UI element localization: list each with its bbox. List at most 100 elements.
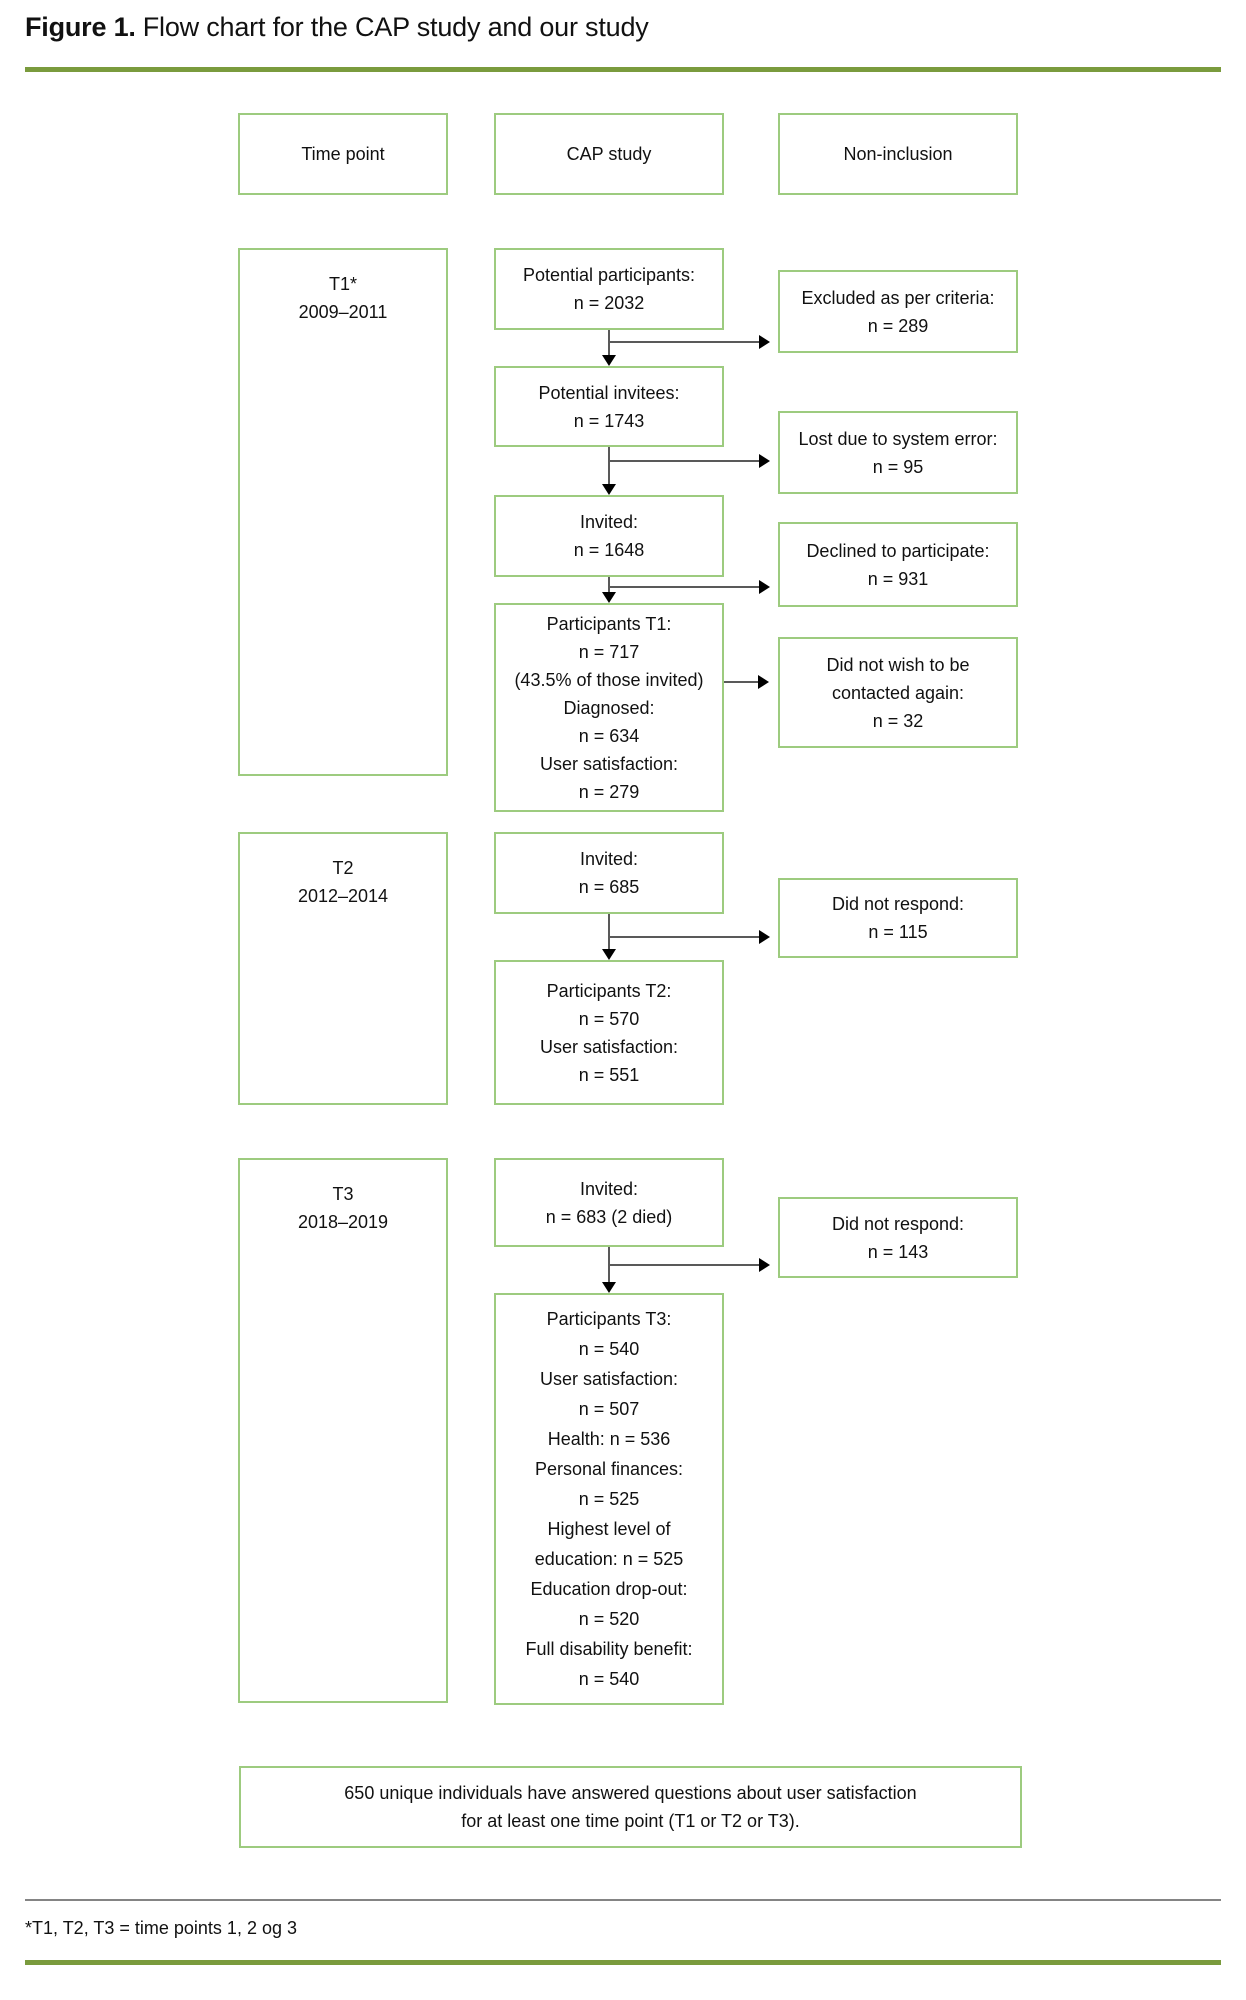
arrow-line-invited-to-participants-t1 (608, 577, 610, 593)
text-line: Invited: (579, 1178, 639, 1199)
text-line: 650 unique individuals have answered que… (344, 1783, 917, 1803)
cap-box-invited-t1: Invited: n = 1648 (494, 495, 724, 577)
text-line: Highest level of (547, 1519, 671, 1539)
text-line: 2012–2014 (297, 886, 389, 906)
noninclusion-box-excluded: Excluded as per criteria: n = 289 (778, 270, 1018, 353)
text-line: n = 115 (868, 922, 928, 942)
text-line: Health: n = 536 (547, 1429, 671, 1449)
cap-box-participants-t1: Participants T1: n = 717 (43.5% of those i… (494, 603, 724, 812)
header-cap-label: CAP study (566, 144, 652, 164)
header-noninclusion-label: Non-inclusion (843, 144, 953, 164)
text-line: Invited: (579, 849, 639, 869)
arrowhead-right-to-no-respond-t2 (759, 930, 770, 944)
text-line: n = 1648 (573, 540, 645, 560)
text-line: n = 683 (2 died) (545, 1206, 673, 1227)
text-line: Did not respond: (831, 1213, 965, 1234)
text-line: Education drop-out: (530, 1579, 688, 1599)
cap-box-invited-t2: Invited: n = 685 (494, 832, 724, 914)
summary-box: 650 unique individuals have answered que… (239, 1766, 1022, 1848)
text-line: n = 32 (872, 710, 924, 731)
arrow-line-to-no-respond-t3 (609, 1264, 759, 1266)
text-line: Did not respond: (831, 894, 965, 914)
text-line: n = 289 (867, 315, 929, 336)
text-line: n = 540 (578, 1339, 640, 1359)
top-divider-line (25, 67, 1221, 72)
header-box-noninclusion: Non-inclusion (778, 113, 1018, 195)
timepoint-box-t1: T1* 2009–2011 (238, 248, 448, 776)
text-line: n = 507 (578, 1399, 640, 1419)
arrowhead-down-to-potential-invitees (602, 355, 616, 366)
arrowhead-down-to-participants-t2 (602, 949, 616, 960)
text-line: n = 634 (578, 725, 640, 746)
timepoint-box-t2: T2 2012–2014 (238, 832, 448, 1105)
text-line: n = 717 (578, 641, 640, 662)
noninclusion-box-no-contact: Did not wish to be contacted again: n = 32 (778, 637, 1018, 748)
arrow-line-to-no-respond-t2 (609, 936, 759, 938)
text-line: n = 2032 (573, 293, 645, 313)
text-line: Personal finances: (534, 1459, 684, 1479)
text-line: Lost due to system error: (798, 428, 998, 449)
footnote-divider-line (25, 1899, 1221, 1901)
arrow-line-invitees-to-invited (608, 447, 610, 485)
arrow-line-to-no-contact (724, 681, 758, 683)
cap-box-potential-participants: Potential participants: n = 2032 (494, 248, 724, 330)
arrowhead-right-to-excluded (759, 335, 770, 349)
arrow-line-to-declined (609, 586, 759, 588)
text-line: n = 570 (578, 1008, 640, 1029)
header-box-cap-study: CAP study (494, 113, 724, 195)
text-line: education: n = 525 (534, 1549, 684, 1569)
text-line: 2018–2019 (297, 1212, 389, 1232)
text-line: T2 (332, 858, 354, 878)
text-line: n = 540 (578, 1669, 640, 1689)
text-line: T3 (332, 1184, 354, 1204)
text-line: User satisfaction: (539, 1369, 679, 1389)
noninclusion-box-lost-system-error: Lost due to system error: n = 95 (778, 411, 1018, 494)
text-line: Did not wish to be (826, 654, 970, 675)
arrow-line-to-lost (609, 460, 759, 462)
noninclusion-box-no-respond-t3: Did not respond: n = 143 (778, 1197, 1018, 1278)
text-line: n = 685 (578, 877, 640, 897)
text-line: User satisfaction: (539, 753, 679, 774)
text-line: Invited: (579, 512, 639, 532)
text-line: (43.5% of those invited) (514, 669, 704, 690)
text-line: n = 143 (867, 1241, 929, 1262)
text-line: for at least one time point (T1 or T2 or… (461, 1811, 800, 1831)
figure-title-text: Flow chart for the CAP study and our stu… (142, 12, 649, 42)
text-line: Potential participants: (522, 265, 696, 285)
text-line: Declined to participate: (806, 540, 990, 561)
arrowhead-right-to-no-respond-t3 (759, 1258, 770, 1272)
text-line: Excluded as per criteria: (801, 287, 995, 308)
text-line: n = 1743 (573, 410, 645, 431)
arrowhead-down-to-participants-t1 (602, 592, 616, 603)
header-box-timepoint: Time point (238, 113, 448, 195)
arrowhead-right-to-lost (759, 454, 770, 468)
text-line: Participants T2: (546, 980, 672, 1001)
text-line: n = 931 (867, 568, 929, 589)
text-line: contacted again: (831, 682, 965, 703)
text-line: T1* (328, 274, 357, 294)
text-line: Participants T1: (546, 613, 672, 634)
text-line: Full disability benefit: (525, 1639, 693, 1659)
noninclusion-box-declined: Declined to participate: n = 931 (778, 522, 1018, 607)
text-line: User satisfaction: (539, 1036, 679, 1057)
text-line: Diagnosed: (563, 697, 655, 718)
arrow-line-participants-to-invitees (608, 330, 610, 356)
cap-box-potential-invitees: Potential invitees: n = 1743 (494, 366, 724, 447)
header-timepoint-label: Time point (301, 144, 385, 164)
arrowhead-down-to-participants-t3 (602, 1282, 616, 1293)
text-line: n = 520 (578, 1609, 640, 1629)
text-line: 2009–2011 (298, 302, 388, 322)
cap-box-invited-t3: Invited: n = 683 (2 died) (494, 1158, 724, 1247)
text-line: Potential invitees: (538, 382, 680, 403)
arrowhead-right-to-declined (759, 580, 770, 594)
text-line: Participants T3: (546, 1309, 672, 1329)
arrow-line-to-excluded (609, 341, 759, 343)
noninclusion-box-no-respond-t2: Did not respond: n = 115 (778, 878, 1018, 958)
text-line: n = 525 (578, 1489, 640, 1509)
bottom-divider-line (25, 1960, 1221, 1965)
figure-title-label: Figure 1. (25, 12, 136, 42)
text-line: n = 95 (872, 456, 924, 477)
